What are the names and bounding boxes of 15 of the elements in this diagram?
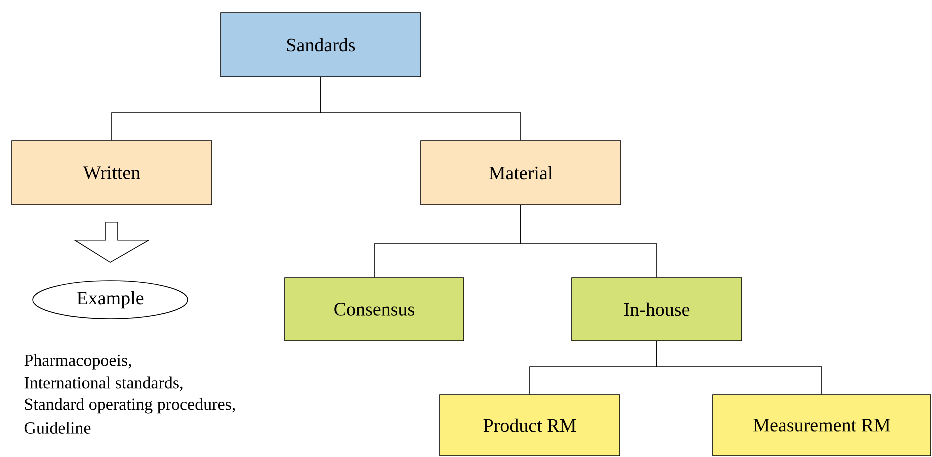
- connector-line: [656, 341, 822, 395]
- category-box: Written: [12, 140, 212, 206]
- category-box: In-house: [572, 278, 742, 342]
- category-box: Measurement RM: [712, 394, 932, 456]
- category-box: Consensus: [284, 278, 464, 342]
- block-arrow: [74, 222, 150, 264]
- connector-line: [520, 205, 658, 278]
- category-box: Material: [420, 140, 622, 206]
- category-box: Product RM: [440, 394, 620, 456]
- category-box: Sandards: [220, 12, 422, 78]
- list-text: Guideline: [24, 422, 91, 434]
- list-text: Standard operating procedures,: [25, 398, 236, 414]
- list-text: International standards,: [24, 376, 183, 392]
- connector-line: [320, 77, 522, 141]
- list-text: Pharmacopoeis,: [24, 354, 132, 370]
